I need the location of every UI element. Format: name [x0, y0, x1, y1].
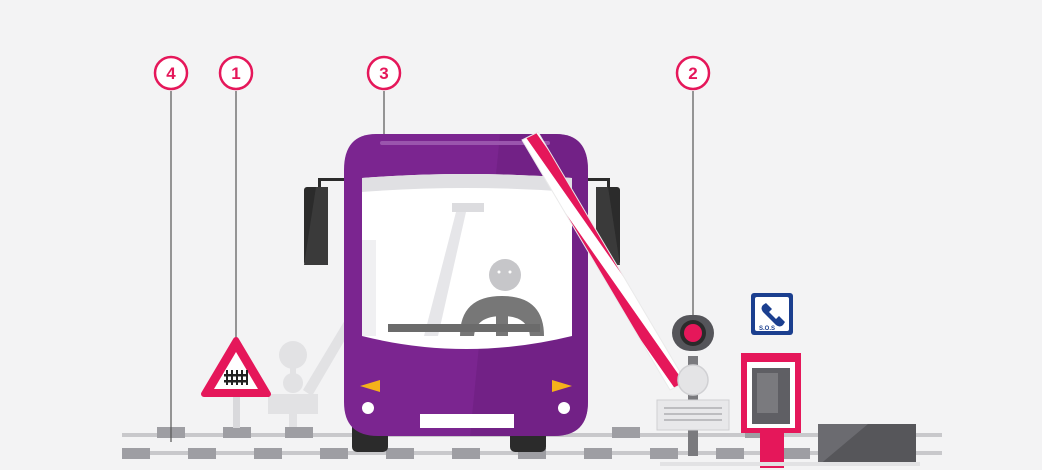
right-headlight [558, 402, 570, 414]
license-plate [420, 414, 514, 428]
bus [304, 134, 620, 452]
dashboard [388, 324, 540, 332]
left-headlight [362, 402, 374, 414]
callout-number: 3 [379, 64, 388, 83]
callout-1: 1 [220, 57, 252, 89]
red-light [684, 324, 702, 342]
callout-number: 1 [231, 64, 240, 83]
white-light-disc [678, 365, 708, 395]
rear-view-mirror [452, 203, 484, 212]
callout-number: 2 [688, 64, 697, 83]
callout-number: 4 [166, 64, 176, 83]
callout-4: 4 [155, 57, 187, 89]
callout-3: 3 [368, 57, 400, 89]
sos-label: S.O.S [759, 326, 775, 332]
callout-2: 2 [677, 57, 709, 89]
sos-sign: S.O.S [751, 293, 793, 335]
ground-strip [660, 462, 920, 466]
concrete-block [818, 424, 916, 466]
